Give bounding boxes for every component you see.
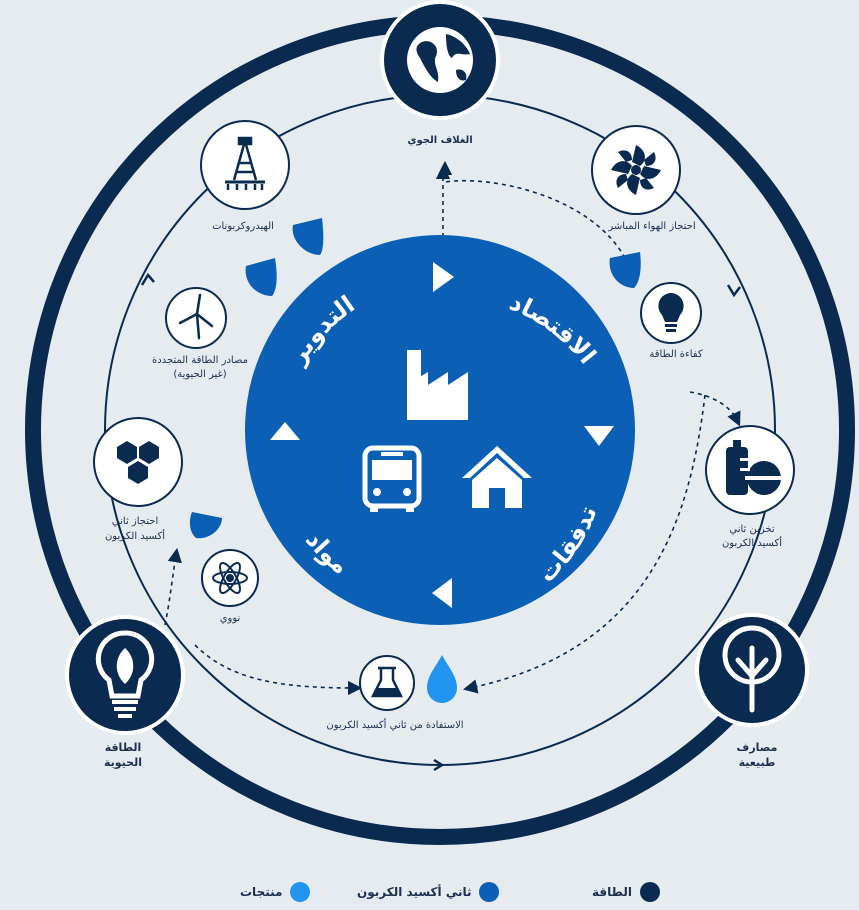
renewables-node xyxy=(165,287,227,349)
flow-bio-to-capture xyxy=(164,547,182,626)
oil-rig-icon xyxy=(225,136,265,190)
economy-circle xyxy=(245,235,635,625)
legend-item-products: منتجات xyxy=(240,882,311,902)
legend-label-products: منتجات xyxy=(240,885,283,899)
droplet-product xyxy=(427,655,457,703)
legend-label-co2: ثاني أكسيد الكربون xyxy=(357,885,472,899)
legend-dot-energy xyxy=(639,882,660,902)
ring-arrow-top-right xyxy=(726,284,741,298)
leaf-bulb-icon xyxy=(95,630,155,718)
droplet-co2-1 xyxy=(292,218,324,255)
flow-to-storage xyxy=(689,391,741,427)
natural-sinks-label-2: طبيعية xyxy=(739,756,776,769)
flow-dac-to-atmosphere xyxy=(437,160,626,259)
lightbulb-icon xyxy=(658,293,684,332)
triangle-right xyxy=(584,426,614,446)
legend: الطاقة ثاني أكسيد الكربون منتجات xyxy=(0,882,859,906)
atom-icon xyxy=(212,561,248,595)
bioenergy-label-1: الطاقة xyxy=(105,741,142,754)
energy-efficiency-label: كفاءة الطاقة xyxy=(649,349,702,360)
renewables-label-1: مصادر الطاقة المتجددة xyxy=(152,355,248,366)
renewables-label-2: (غير الحيوية) xyxy=(173,369,226,380)
legend-dot-co2 xyxy=(479,882,500,902)
legend-dot-products xyxy=(290,882,311,902)
ring-arrow-bottom xyxy=(433,758,445,772)
co2-utilization-label: الاستفادة من ثاني أكسيد الكربون xyxy=(326,718,463,731)
globe-continents xyxy=(416,34,470,82)
triangle-top xyxy=(433,262,454,292)
tree-icon xyxy=(722,625,782,713)
droplet-co2-2 xyxy=(245,258,277,296)
co2-utilization-node xyxy=(359,655,415,711)
fan-icon xyxy=(611,145,661,195)
direct-air-capture-label: احتجاز الهواء المباشر xyxy=(607,221,695,232)
co2-storage-label-2: أكسيد الكربون xyxy=(722,536,782,549)
hexagons-icon xyxy=(117,441,159,484)
legend-label-energy: الطاقة xyxy=(592,885,632,899)
triangle-bottom xyxy=(432,578,452,608)
house-icon xyxy=(462,446,532,508)
flow-storage-to-utilization xyxy=(462,394,706,694)
globe-icon xyxy=(407,27,473,93)
co2-storage-label-1: تخزين ثاني xyxy=(729,524,774,535)
co2-capture-label-1: احتجاز ثاني xyxy=(112,516,158,527)
hydrocarbons-node xyxy=(200,120,290,210)
factory-icon xyxy=(407,350,468,420)
droplet-co2-3 xyxy=(609,252,641,288)
wind-turbine-icon xyxy=(178,293,214,340)
natural-sinks-label-1: مصارف xyxy=(737,741,778,754)
hydrocarbons-label: الهيدروكربونات xyxy=(212,221,274,232)
bus-icon xyxy=(362,445,422,512)
flow-capture-to-utilization xyxy=(194,644,363,696)
ring-arrow-left xyxy=(140,272,155,286)
triangle-left xyxy=(270,422,300,440)
flask-icon xyxy=(370,666,404,698)
co2-capture-label-2: أكسيد الكربون xyxy=(105,529,165,542)
nuclear-label: نووي xyxy=(220,613,241,624)
bioenergy-label-2: الحيوية xyxy=(104,756,142,769)
legend-item-energy: الطاقة xyxy=(592,882,660,902)
legend-item-co2: ثاني أكسيد الكربون xyxy=(357,882,500,902)
storage-tanks-icon xyxy=(726,440,783,495)
atmosphere-label: الغلاف الجوي xyxy=(407,135,472,146)
droplet-co2-4 xyxy=(189,512,222,539)
